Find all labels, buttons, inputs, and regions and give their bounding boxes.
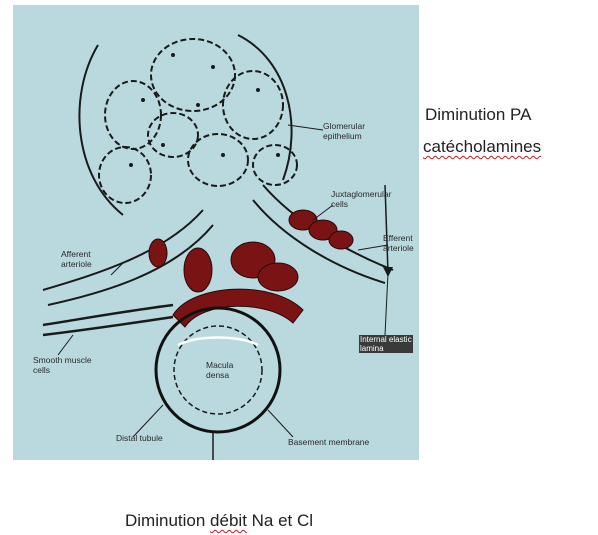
label-internal-elastic-lamina: Internal elastic lamina <box>359 335 413 353</box>
label-efferent-arteriole: Efferent arteriole <box>383 233 414 253</box>
top-annotation-arrowhead <box>383 267 393 277</box>
annotation-catecholamines: catécholamines <box>423 136 541 158</box>
label-macula-densa: Macula densa <box>206 360 233 380</box>
label-distal-tubule: Distal tubule <box>116 433 163 443</box>
bowman-capsule-outline <box>79 35 291 215</box>
annotation-decrease-bp: Diminution PA <box>425 104 531 126</box>
label-afferent-arteriole: Afferent arteriole <box>61 249 92 269</box>
macula-densa-cells <box>178 338 258 346</box>
label-juxtaglomerular-cells: Juxtaglomerular cells <box>331 189 391 209</box>
label-basement-membrane: Basement membrane <box>288 437 369 447</box>
label-glomerular-epithelium: Glomerular epithelium <box>323 121 365 141</box>
annotation-catecholamines-text: catécholamines <box>423 137 541 156</box>
annotation-bottom-word: débit <box>210 511 247 530</box>
juxtaglomerular-apparatus-diagram: Glomerular epithelium Juxtaglomerular ce… <box>13 5 419 460</box>
label-smooth-muscle-cells: Smooth muscle cells <box>33 355 92 375</box>
annotation-bottom-suffix: Na et Cl <box>247 511 313 530</box>
diagram-drawing <box>13 5 419 460</box>
smooth-muscle-vessel <box>43 305 173 335</box>
annotation-bottom-prefix: Diminution <box>125 511 210 530</box>
glomerular-capillary-loops <box>99 39 297 203</box>
annotation-decrease-na-cl-flow: Diminution débit Na et Cl <box>125 510 313 532</box>
label-leader-lines <box>58 125 388 437</box>
juxtaglomerular-granular-cells <box>149 210 353 327</box>
